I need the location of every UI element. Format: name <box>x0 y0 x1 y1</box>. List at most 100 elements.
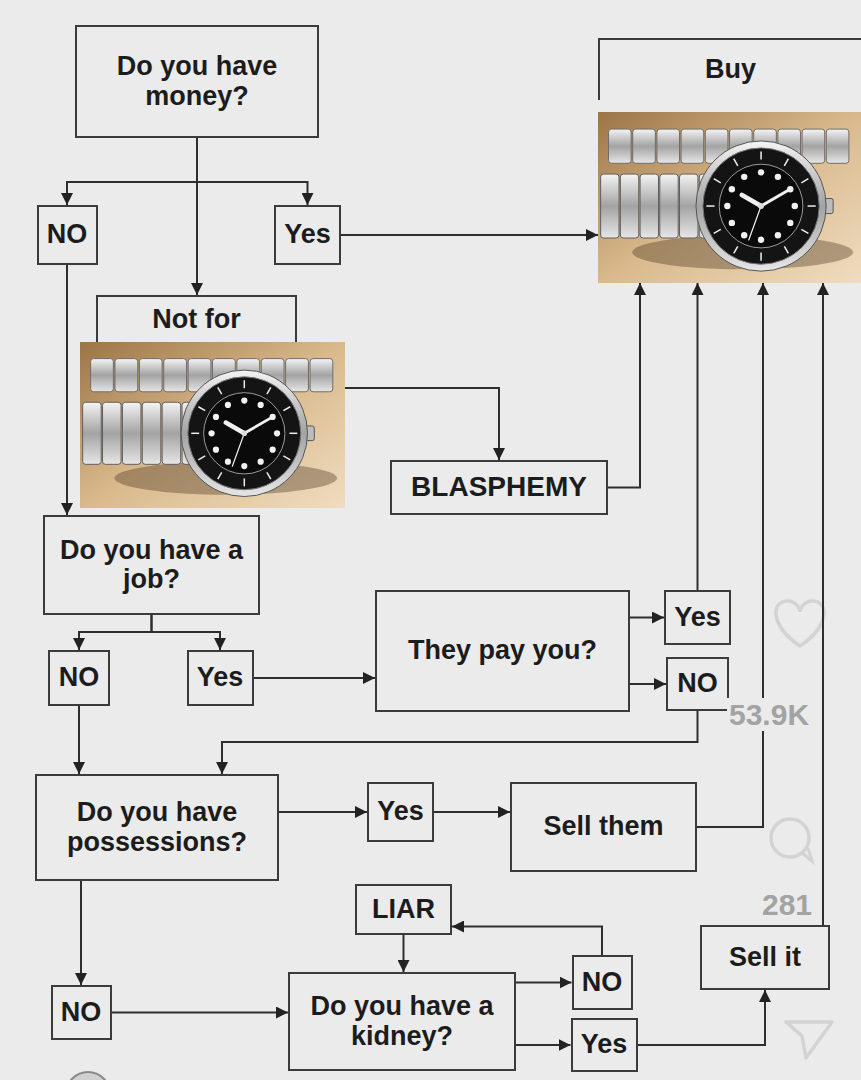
action-box: Sell it <box>700 925 830 990</box>
bracelet-link <box>609 129 632 163</box>
bracelet-link <box>657 129 680 163</box>
hour-marker <box>241 397 247 403</box>
node-text: Sell it <box>729 943 801 972</box>
node-text: Buy <box>705 55 756 84</box>
action-box: Sell them <box>510 782 697 872</box>
watch-illustration <box>80 342 345 508</box>
comment-icon-tail <box>802 848 812 861</box>
decision-box: Do you have a kidney? <box>288 972 516 1071</box>
flow-arrow <box>67 138 197 205</box>
bracelet-link <box>286 359 309 392</box>
bezel-tick <box>198 407 205 411</box>
hour-marker <box>270 447 276 453</box>
node-text: Yes <box>377 797 424 826</box>
node-text: NO <box>61 998 102 1027</box>
flow-arrow <box>80 881 82 985</box>
node-text: Sell them <box>543 812 663 841</box>
second-hand <box>749 206 761 240</box>
hour-marker <box>258 402 264 408</box>
hour-marker <box>741 174 747 180</box>
node-text: Yes <box>674 603 721 632</box>
overlay-count: 281 <box>760 888 814 921</box>
answer-box: Yes <box>274 205 341 265</box>
bezel-tick <box>244 380 246 388</box>
second-hand <box>232 433 244 466</box>
avatar-icon <box>66 1072 110 1080</box>
bracelet-link <box>115 359 138 392</box>
panel-header: Not for <box>96 295 297 342</box>
flow-arrow <box>279 811 367 813</box>
bezel-tick <box>283 407 290 411</box>
node-text: NO <box>677 669 718 698</box>
flow-arrow <box>79 615 152 650</box>
flow-arrow <box>341 234 598 236</box>
hour-marker <box>792 203 798 209</box>
hour-marker <box>724 203 730 209</box>
flow-arrow <box>630 617 664 619</box>
hour-marker <box>225 459 231 465</box>
hour-marker <box>741 232 747 238</box>
hour-marker <box>787 220 793 226</box>
bracelet-link <box>103 402 122 464</box>
hour-marker <box>208 430 214 436</box>
bracelet-link <box>142 402 161 464</box>
buy-panel: Buy <box>598 38 861 283</box>
answer-box: NO <box>51 985 112 1040</box>
bracelet-link <box>139 359 162 392</box>
bezel-tick <box>801 229 808 233</box>
node-text: Yes <box>284 220 331 249</box>
flow-arrow <box>78 706 80 774</box>
bezel-tick <box>784 246 788 253</box>
hand-pin <box>758 203 764 209</box>
flow-arrow <box>452 927 602 956</box>
panel-header: Buy <box>598 38 861 100</box>
answer-box: NO <box>666 657 729 711</box>
bracelet-link <box>681 129 704 163</box>
watch-bezel <box>703 148 819 264</box>
flow-arrow <box>403 935 405 972</box>
bracelet-link <box>91 359 114 392</box>
answer-box: NO <box>37 205 98 265</box>
hour-marker <box>775 232 781 238</box>
bezel-tick <box>784 159 788 166</box>
send-icon <box>786 1022 832 1058</box>
node-text: NO <box>582 968 623 997</box>
hour-marker <box>213 447 219 453</box>
node-text: Yes <box>197 663 244 692</box>
answer-box: NO <box>48 650 110 706</box>
flow-arrow <box>197 138 308 205</box>
node-text: BLASPHEMY <box>411 472 587 502</box>
node-text: Yes <box>581 1030 628 1059</box>
sand-ground <box>80 342 345 508</box>
answer-box: Yes <box>367 782 434 842</box>
bezel-tick <box>808 205 816 207</box>
node-text: NO <box>59 663 100 692</box>
bezel-tick <box>760 151 762 159</box>
decision-box: They pay you? <box>375 590 630 712</box>
bracelet-link <box>633 129 656 163</box>
hour-marker <box>729 186 735 192</box>
hour-hand <box>226 423 245 434</box>
bracelet-link <box>310 359 333 392</box>
bracelet-link <box>601 174 619 238</box>
bracelet-link <box>620 174 638 238</box>
flow-arrow <box>222 711 698 774</box>
flow-arrow <box>434 811 510 813</box>
flow-arrow <box>66 265 68 515</box>
bracelet-link <box>122 402 141 464</box>
hour-marker <box>241 463 247 469</box>
bezel-tick <box>801 179 808 183</box>
bezel-tick <box>734 246 738 253</box>
hour-marker <box>225 402 231 408</box>
watch-dial <box>719 164 803 248</box>
bezel-tick <box>267 387 271 394</box>
bezel-tick <box>706 205 714 207</box>
bracelet-link <box>83 402 102 464</box>
watch-dial <box>204 393 285 474</box>
flow-arrow <box>112 1012 289 1014</box>
decision-box: Do you have money? <box>75 25 319 138</box>
bezel-tick <box>714 179 721 183</box>
hour-marker <box>758 169 764 175</box>
hour-hand <box>742 195 761 206</box>
